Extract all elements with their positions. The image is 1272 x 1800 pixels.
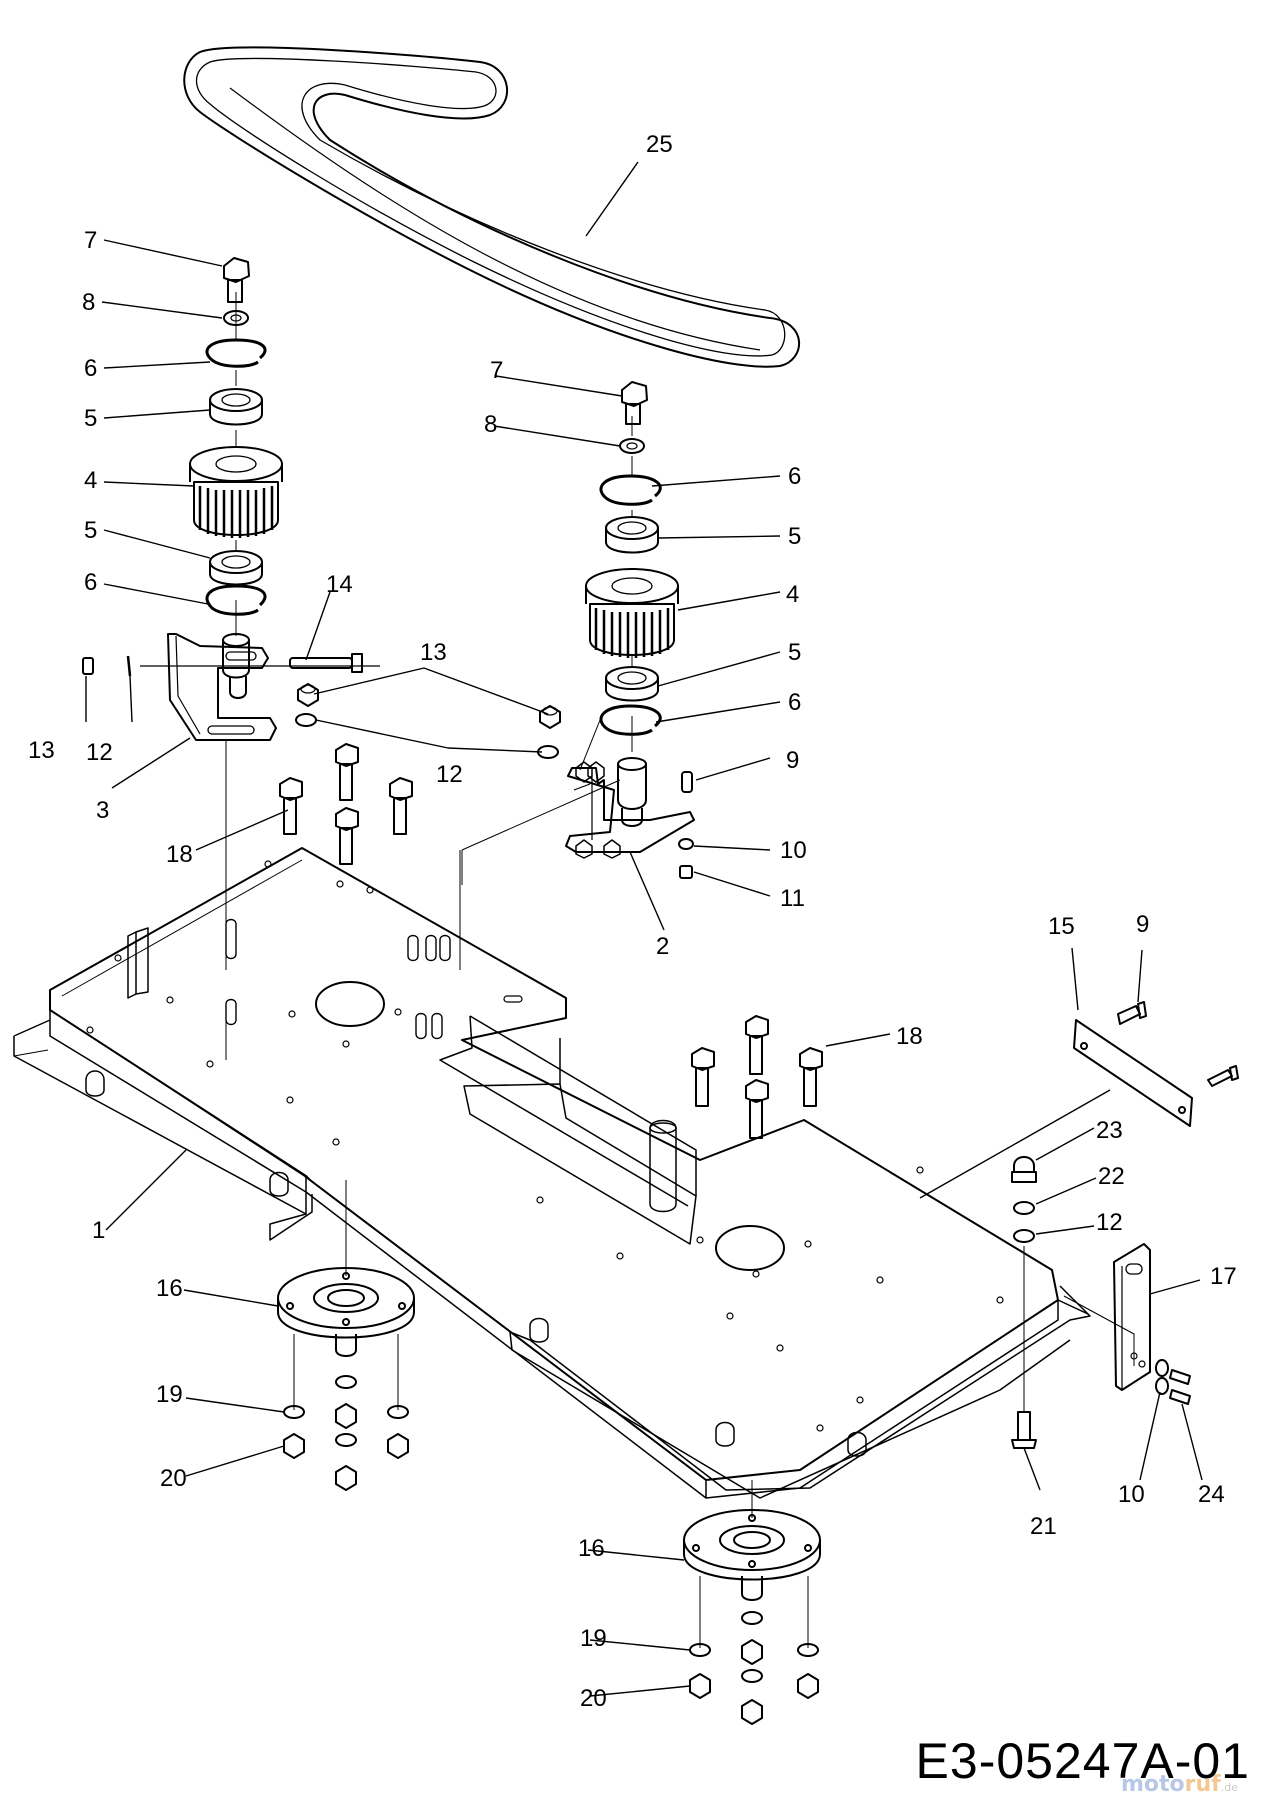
pin bbox=[289, 653, 363, 673]
bearing-right-lower bbox=[605, 666, 659, 702]
callout-5-left-lower: 5 bbox=[84, 517, 97, 544]
idler-bracket-left bbox=[140, 633, 380, 741]
nut-bracket-right bbox=[539, 705, 561, 729]
bolt-left bbox=[223, 257, 250, 303]
lock-nut-small bbox=[679, 865, 693, 879]
callout-25: 25 bbox=[646, 131, 673, 158]
callout-6-left-lower: 6 bbox=[84, 569, 97, 596]
flange-bearing-left bbox=[277, 1267, 415, 1357]
callout-8-right: 8 bbox=[484, 411, 497, 438]
bearing-left-lower bbox=[209, 550, 263, 586]
callout-22: 22 bbox=[1098, 1163, 1125, 1190]
watermark-part-a: moto bbox=[1120, 1772, 1185, 1797]
washer-right bbox=[619, 438, 645, 454]
screws-bracket bbox=[1155, 1359, 1191, 1405]
callout-3: 3 bbox=[96, 797, 109, 824]
bolts-upper bbox=[279, 743, 413, 865]
drawing-code: E3-05247A-01 bbox=[915, 1733, 1250, 1789]
callout-20-left: 20 bbox=[160, 1465, 187, 1492]
drive-belt bbox=[183, 46, 801, 368]
callout-5-left-upper: 5 bbox=[84, 405, 97, 432]
washer-left-small bbox=[126, 655, 132, 677]
callout-11: 11 bbox=[780, 885, 805, 912]
bearing-right-upper bbox=[605, 516, 659, 554]
callout-18-upper: 18 bbox=[166, 841, 193, 868]
callout-21: 21 bbox=[1030, 1513, 1057, 1540]
callout-2: 2 bbox=[656, 933, 669, 960]
circlip-right-lower bbox=[599, 704, 662, 736]
callout-8-left: 8 bbox=[82, 289, 95, 316]
hardware-left bbox=[283, 1334, 409, 1491]
callout-5-right-lower: 5 bbox=[788, 639, 801, 666]
idler-bracket-right bbox=[565, 757, 695, 859]
callout-9-bracket: 9 bbox=[786, 747, 799, 774]
callout-19-right: 19 bbox=[580, 1625, 607, 1652]
leader-lines bbox=[85, 161, 1203, 1697]
callout-18-lower: 18 bbox=[896, 1023, 923, 1050]
site-watermark: motoruf.de bbox=[1121, 1772, 1238, 1797]
callout-12-left: 12 bbox=[86, 739, 113, 766]
callout-9-plate: 9 bbox=[1136, 911, 1149, 938]
center-lines bbox=[225, 292, 633, 970]
nut-left-small bbox=[82, 657, 94, 675]
watermark-part-b: ruf bbox=[1184, 1772, 1221, 1797]
deck-plate bbox=[13, 847, 1091, 1499]
callout-15: 15 bbox=[1048, 913, 1075, 940]
callout-10-lower: 10 bbox=[1118, 1481, 1145, 1508]
pulley-left bbox=[189, 446, 283, 538]
carriage-bolt bbox=[1011, 1411, 1037, 1449]
bearing-left-upper bbox=[209, 388, 263, 426]
callout-4-right: 4 bbox=[786, 581, 799, 608]
circlip-left-upper bbox=[205, 338, 267, 368]
circlip-right-upper bbox=[599, 474, 662, 506]
callout-14: 14 bbox=[326, 571, 353, 598]
callout-7-left: 7 bbox=[84, 227, 97, 254]
nut-bracket-left bbox=[297, 683, 319, 707]
callout-16-right: 16 bbox=[578, 1535, 605, 1562]
callout-13-right: 13 bbox=[420, 639, 447, 666]
callout-10-bracket: 10 bbox=[780, 837, 807, 864]
cover-plate bbox=[1073, 1001, 1239, 1127]
callout-4-left: 4 bbox=[84, 467, 97, 494]
callout-1: 1 bbox=[92, 1217, 105, 1244]
callout-20-right: 20 bbox=[580, 1685, 607, 1712]
callout-7-right: 7 bbox=[490, 357, 503, 384]
callout-13-left: 13 bbox=[28, 737, 55, 764]
lock-washer bbox=[1013, 1201, 1035, 1215]
part-callouts: 25 7 8 6 5 4 5 6 14 13 13 12 12 3 18 7 8… bbox=[28, 131, 1237, 1712]
bolt-right bbox=[621, 381, 648, 425]
washer-bracket-left bbox=[295, 713, 317, 727]
flange-bearing-right bbox=[683, 1509, 821, 1601]
callout-12-right: 12 bbox=[1096, 1209, 1123, 1236]
vertical-bracket bbox=[1113, 1243, 1151, 1391]
callout-6-right-lower: 6 bbox=[788, 689, 801, 716]
flat-washer bbox=[1013, 1229, 1035, 1243]
callout-16-left: 16 bbox=[156, 1275, 183, 1302]
washer-small bbox=[678, 838, 694, 850]
callout-12-middle: 12 bbox=[436, 761, 463, 788]
hardware-right bbox=[689, 1576, 819, 1725]
bolts-lower bbox=[691, 1015, 823, 1139]
callout-17: 17 bbox=[1210, 1263, 1237, 1290]
callout-6-left-upper: 6 bbox=[84, 355, 97, 382]
callout-5-right-upper: 5 bbox=[788, 523, 801, 550]
callout-24: 24 bbox=[1198, 1481, 1225, 1508]
callout-23: 23 bbox=[1096, 1117, 1123, 1144]
screw-small bbox=[681, 771, 693, 793]
callout-6-right-upper: 6 bbox=[788, 463, 801, 490]
callout-19-left: 19 bbox=[156, 1381, 183, 1408]
cap-nut bbox=[1011, 1156, 1037, 1183]
pulley-right bbox=[585, 568, 679, 658]
watermark-suffix: .de bbox=[1220, 1781, 1238, 1794]
